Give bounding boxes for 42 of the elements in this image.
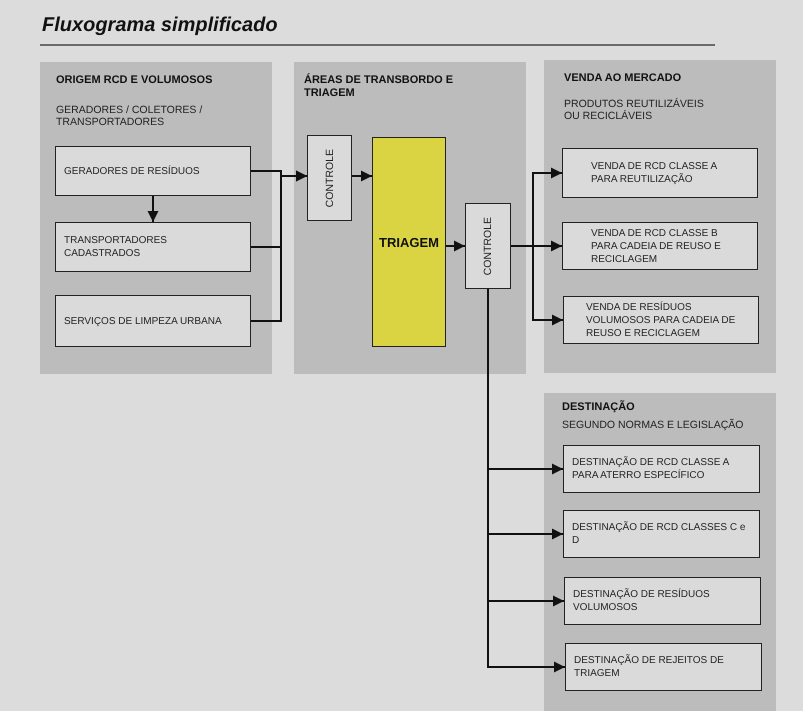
panel-heading: ORIGEM RCD E VOLUMOSOS <box>56 74 214 87</box>
box-label: CONTROLE <box>324 148 336 208</box>
process-box <box>55 222 251 272</box>
panel-background <box>544 60 776 373</box>
arrow <box>446 240 465 252</box>
arrow <box>148 196 158 222</box>
process-box <box>563 445 760 493</box>
panel-heading: VENDA AO MERCADO <box>564 72 682 85</box>
panel-subheading: SEGUNDO NORMAS E LEGISLAÇÃO <box>562 419 744 431</box>
process-box <box>563 510 760 558</box>
process-box <box>55 146 251 196</box>
panel-heading: DESTINAÇÃO <box>562 401 636 414</box>
panel-subheading: GERADORES / COLETORES / TRANSPORTADORES <box>56 104 204 128</box>
diagram-title: Fluxograma simplificado <box>42 14 278 37</box>
box-label: DESTINAÇÃO DE RESÍDUOS VOLUMOSOS <box>573 588 711 614</box>
process-box <box>564 577 761 625</box>
arrow <box>251 170 307 322</box>
box-label: DESTINAÇÃO DE REJEITOS DE TRIAGEM <box>574 654 724 680</box>
process-box <box>465 203 511 289</box>
box-label: VENDA DE RESÍDUOS VOLUMOSOS PARA CADEIA DE REUSO E RECICLAGEM <box>586 300 736 340</box>
process-box <box>307 135 352 221</box>
box-label: SERVIÇOS DE LIMPEZA URBANA <box>64 314 222 328</box>
process-box <box>565 643 762 691</box>
box-label: VENDA DE RCD CLASSE A PARA REUTILIZAÇÃO <box>591 160 718 186</box>
process-box <box>55 295 251 347</box>
process-box <box>562 222 758 270</box>
box-label: DESTINAÇÃO DE RCD CLASSE A PARA ATERRO ESPECÍFICO <box>572 456 730 482</box>
panel-heading: ÁREAS DE TRANSBORDO E TRIAGEM <box>304 74 454 100</box>
box-label: CONTROLE <box>482 216 494 276</box>
box-label: DESTINAÇÃO DE RCD CLASSES C e D <box>572 521 746 547</box>
process-box <box>562 148 758 198</box>
arrow <box>352 170 372 182</box>
panel-background <box>40 62 272 374</box>
panel-background <box>294 62 526 374</box>
panel-subheading: PRODUTOS REUTILIZÁVEIS OU RECICLÁVEIS <box>564 98 705 122</box>
box-label: VENDA DE RCD CLASSE B PARA CADEIA DE REUSO E RECICLAGEM <box>591 226 722 266</box>
highlight-box <box>372 137 446 347</box>
panel-background <box>544 393 776 711</box>
box-label: GERADORES DE RESÍDUOS <box>64 164 200 178</box>
process-box <box>563 296 759 344</box>
box-label: TRIAGEM <box>379 234 439 250</box>
box-label: TRANSPORTADORES CADASTRADOS <box>64 234 168 260</box>
